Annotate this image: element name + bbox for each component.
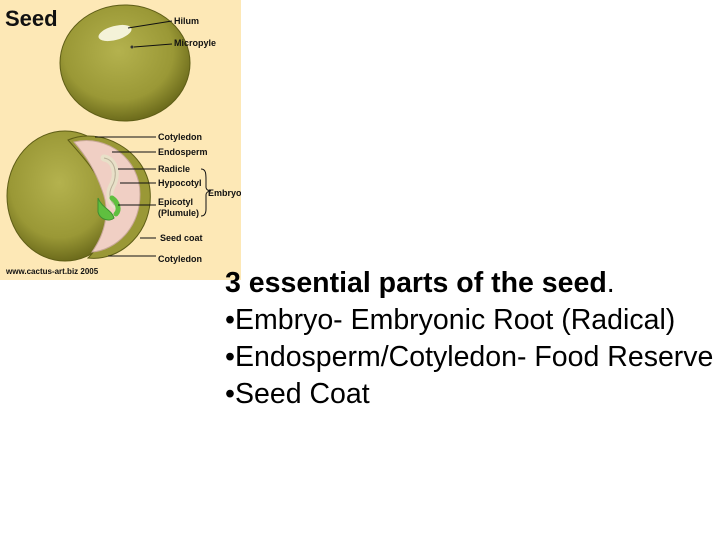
label-hilum: Hilum <box>174 16 199 26</box>
micropyle-mark <box>131 46 134 49</box>
bullet-embryo: •Embryo- Embryonic Root (Radical) <box>225 302 715 339</box>
label-plumule: (Plumule) <box>158 208 199 218</box>
seed-diagram-svg: Seed Hilum Micropyle Cotyledon E <box>0 0 241 280</box>
bullet-seed-coat: •Seed Coat <box>225 376 715 413</box>
label-hypocotyl: Hypocotyl <box>158 178 202 188</box>
slide-text-block: 3 essential parts of the seed. •Embryo- … <box>225 265 715 413</box>
label-micropyle: Micropyle <box>174 38 216 48</box>
seed-diagram: Seed Hilum Micropyle Cotyledon E <box>0 0 241 280</box>
bullet-endosperm: •Endosperm/Cotyledon- Food Reserve <box>225 339 715 376</box>
whole-seed <box>60 5 190 121</box>
label-embryo: Embryo <box>208 188 241 198</box>
label-seed-coat: Seed coat <box>160 233 203 243</box>
diagram-credit: www.cactus-art.biz 2005 <box>5 267 99 276</box>
slide-title-period: . <box>607 267 615 299</box>
slide-title: 3 essential parts of the seed <box>225 267 607 299</box>
label-cotyledon-bottom: Cotyledon <box>158 254 202 264</box>
diagram-title: Seed <box>5 6 58 31</box>
label-epicotyl: Epicotyl <box>158 197 193 207</box>
label-cotyledon-top: Cotyledon <box>158 132 202 142</box>
label-radicle: Radicle <box>158 164 190 174</box>
label-endosperm: Endosperm <box>158 147 208 157</box>
slide-heading: 3 essential parts of the seed. <box>225 267 615 299</box>
